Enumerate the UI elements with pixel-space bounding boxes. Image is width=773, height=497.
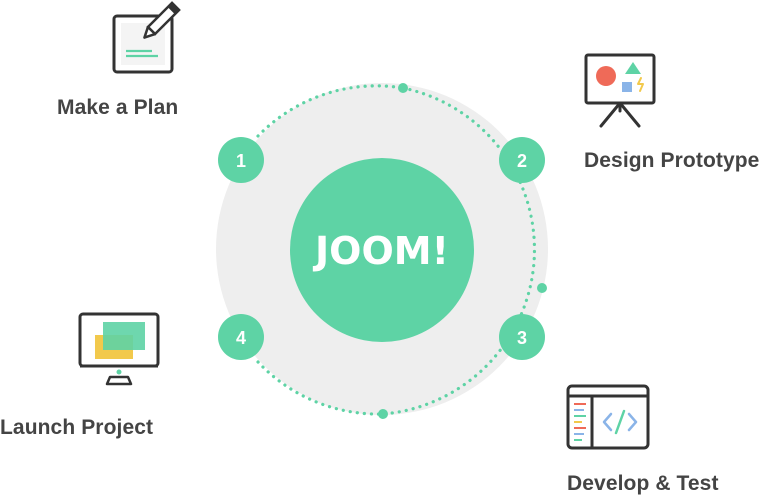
step-number: 4 [236,328,246,348]
step-label-launch-project: Launch Project [0,416,154,439]
step-label-design-prototype: Design Prototype [584,149,760,172]
arc-marker-dot [378,409,388,419]
arc-marker-dot [537,283,547,293]
center-circle [290,158,474,342]
presentation-easel-icon [584,53,656,128]
step-number: 2 [517,151,527,171]
center-brand: JOOM! [312,229,449,273]
step-badge-1: 1 [218,137,264,183]
step-number: 3 [517,328,527,348]
dotted-progress-arc-top-left [256,84,405,138]
dotted-progress-arc [381,86,536,416]
dotted-progress-arc-bottom-left [256,360,385,416]
notepad-pen-icon [112,1,181,74]
desktop-monitor-icon [78,312,160,386]
arc-marker-dot [398,83,408,93]
step-label-make-a-plan: Make a Plan [57,96,179,119]
step-label-develop-and-test: Develop & Test [567,472,719,495]
step-number: 1 [236,151,246,171]
code-editor-icon [566,384,650,450]
step-badge-3: 3 [499,314,545,360]
step-badge-4: 4 [218,314,264,360]
step-badge-2: 2 [499,137,545,183]
